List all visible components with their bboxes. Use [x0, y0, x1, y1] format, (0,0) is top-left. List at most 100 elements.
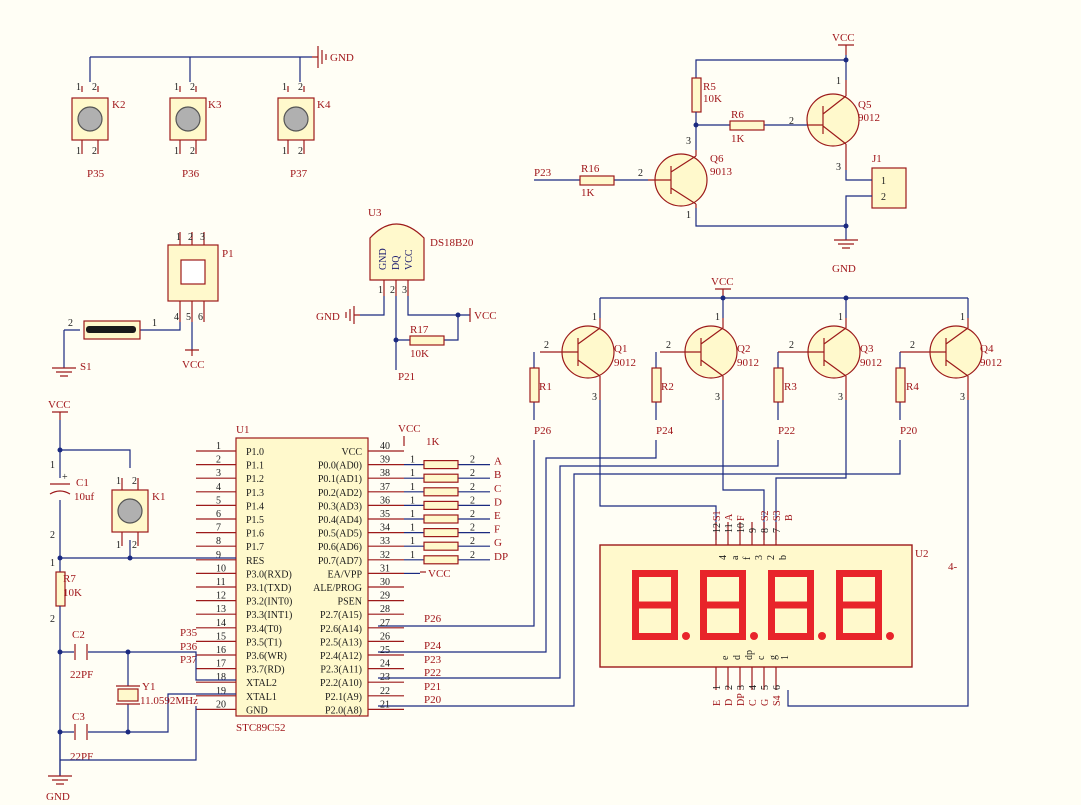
digit-segment — [768, 570, 814, 577]
digit-segment — [836, 601, 882, 609]
mcu-right-pin-num: 25 — [380, 645, 390, 656]
mcu-right-pin-name: P2.4(A12) — [320, 651, 362, 662]
k1-ref: K1 — [152, 491, 165, 503]
svg-text:2: 2 — [92, 82, 97, 93]
mcu-left-pin-num: 10 — [216, 563, 226, 574]
mcu-left-pin-num: 4 — [216, 482, 221, 493]
drivers-vcc-label: VCC — [711, 276, 734, 288]
resnet-resistor — [423, 527, 459, 538]
digit-segment — [836, 570, 882, 577]
resnet-resistor — [423, 473, 459, 483]
u3-pin-gnd: GND — [378, 248, 389, 270]
port0-net-label: C — [494, 483, 501, 495]
q5-ref: Q5 — [858, 99, 872, 111]
svg-text:2: 2 — [910, 340, 915, 351]
digit-segment — [700, 570, 707, 605]
disp-net-s2: S2 — [760, 510, 771, 521]
mcu-right-pin-name: VCC — [341, 447, 362, 458]
resnet-pin2: 2 — [470, 523, 475, 534]
driver-q1: 213 Q1 9012 R1 P26 — [529, 312, 636, 437]
u1-vcc-label: VCC — [398, 423, 421, 435]
mcu-right-pin-name: P2.5(A13) — [320, 637, 362, 648]
svg-text:1: 1 — [282, 146, 287, 157]
c1-ref: C1 — [76, 477, 89, 489]
digit-segment — [632, 570, 678, 577]
resnet-pin1: 1 — [410, 509, 415, 520]
svg-text:12: 12 — [712, 523, 723, 533]
svg-text:6: 6 — [198, 312, 203, 323]
svg-text:2: 2 — [188, 232, 193, 243]
q4-net: P20 — [900, 425, 918, 437]
mcu-left-pin-name: P3.4(T0) — [246, 624, 282, 635]
mcu-left-pin-num: 7 — [216, 523, 221, 534]
digit-segment — [768, 633, 814, 640]
mcu-left-pin-name: P3.2(INT0) — [246, 597, 292, 608]
svg-text:2: 2 — [724, 685, 735, 690]
svg-text:1: 1 — [174, 82, 179, 93]
mcu-left-pins: 1P1.02P1.13P1.24P1.35P1.46P1.57P1.68P1.7… — [196, 441, 292, 716]
j1-pin2: 2 — [881, 192, 886, 203]
buzzer-driver-group: VCC R5 10K R6 1K 213 Q5 9012 J1 1 2 GND … — [534, 32, 907, 275]
svg-text:5: 5 — [760, 685, 771, 690]
mcu-left-pin-name: P1.4 — [246, 501, 264, 512]
svg-text:5: 5 — [186, 312, 191, 323]
digit-segment — [700, 605, 707, 640]
digit-segment — [671, 605, 678, 640]
q4-part: 9012 — [980, 357, 1002, 369]
q4-ref: Q4 — [980, 343, 994, 355]
svg-text:2: 2 — [666, 340, 671, 351]
mcu-right-pin-num: 35 — [380, 509, 390, 520]
mcu-left-pin-num: 8 — [216, 536, 221, 547]
svg-text:2: 2 — [544, 340, 549, 351]
mcu-right-pin-num: 21 — [380, 699, 390, 710]
mcu-right-pins: 40VCC39P0.0(AD0)38P0.1(AD1)37P0.2(AD2)36… — [313, 441, 404, 716]
r7-ref: R7 — [63, 573, 76, 585]
disp-seg-b: b — [778, 555, 789, 560]
port0-net-label: E — [494, 510, 501, 522]
buzzer-vcc-label: VCC — [832, 32, 855, 44]
mcu-left-pin-name: P3.6(WR) — [246, 651, 287, 662]
svg-text:2: 2 — [298, 146, 303, 157]
mcu-right-pin-num: 38 — [380, 468, 390, 479]
svg-text:2: 2 — [50, 530, 55, 541]
digit-segment — [836, 570, 843, 605]
q3-net: P22 — [778, 425, 795, 437]
digit-segment — [836, 633, 882, 640]
svg-text:2: 2 — [789, 116, 794, 127]
q1-net: P26 — [534, 425, 552, 437]
svg-text:1: 1 — [712, 685, 723, 690]
svg-text:1: 1 — [838, 312, 843, 323]
digit-segment — [768, 605, 775, 640]
r2-ref: R2 — [661, 381, 674, 393]
mcu-right-pin-name: P0.4(AD4) — [318, 515, 362, 526]
mcu-right-pin-num: 30 — [380, 577, 390, 588]
digit-segment — [700, 570, 746, 577]
digit-decimal-point — [886, 632, 894, 640]
mcu-left-pin-num: 5 — [216, 495, 221, 506]
svg-text:7: 7 — [772, 528, 783, 533]
disp-seg-3: 3 — [754, 555, 765, 560]
disp-net-s3: S3 — [772, 510, 783, 521]
disp-seg-a: a — [730, 555, 741, 560]
mcu-left-pin-name: RES — [246, 556, 264, 567]
q6-ref: Q6 — [710, 153, 724, 165]
u3-part: DS18B20 — [430, 237, 474, 249]
disp-net-s4: S4 — [772, 695, 783, 706]
mcu-left-pin-num: 9 — [216, 550, 221, 561]
resnet-value: 1K — [426, 436, 440, 448]
mcu-left-pin-name: P3.1(TXD) — [246, 583, 291, 594]
port0-net-label: D — [494, 496, 502, 508]
mcu-left-pin-num: 11 — [216, 577, 226, 588]
mcu-u1: U1 1P1.02P1.13P1.24P1.35P1.46P1.57P1.68P… — [180, 423, 508, 734]
mcu-right-pin-num: 22 — [380, 686, 390, 697]
r16-ref: R16 — [581, 163, 600, 175]
disp-net-g: G — [760, 699, 771, 706]
port0-net-label: B — [494, 469, 501, 481]
mcu-right-pin-name: P0.5(AD5) — [318, 529, 362, 540]
mcu-left-pin-num: 1 — [216, 441, 221, 452]
resnet-pin2: 2 — [470, 455, 475, 466]
c2-ref: C2 — [72, 629, 85, 641]
disp-net-s1: S1 — [712, 510, 723, 521]
